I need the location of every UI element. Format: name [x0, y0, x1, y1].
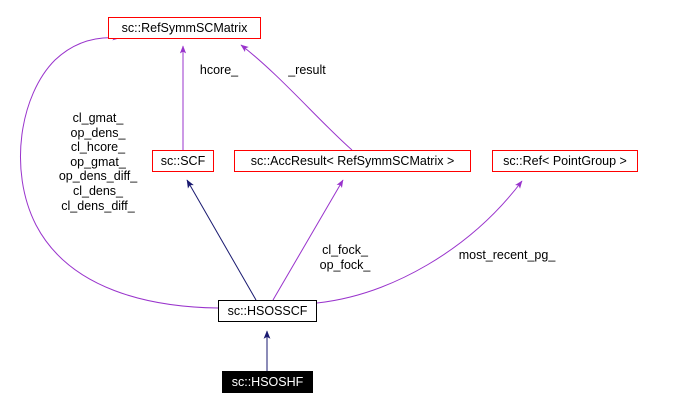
class-node-hsosscf[interactable]: sc::HSOSSCF	[218, 300, 317, 322]
class-node-label: sc::RefSymmSCMatrix	[121, 20, 248, 35]
edge-hsosscf-to-accresult	[272, 179, 344, 301]
edge-hsosscf-to-refsymmscmatrix	[20, 34, 219, 309]
class-node-label: sc::HSOSSCF	[227, 303, 308, 318]
edge-hsosscf-to-scf	[186, 179, 257, 301]
class-node-hsoshf[interactable]: sc::HSOSHF	[222, 371, 313, 393]
class-node-scf[interactable]: sc::SCF	[152, 150, 214, 172]
edge-label-most-recent-pg: most_recent_pg_	[458, 248, 556, 262]
edge-label-fock: cl_fock_ op_fock_	[319, 243, 371, 272]
class-node-refpointgroup[interactable]: sc::Ref< PointGroup >	[492, 150, 638, 172]
class-node-label: sc::HSOSHF	[231, 374, 304, 389]
edge-label-hcore: hcore_	[199, 63, 239, 77]
class-node-label: sc::Ref< PointGroup >	[503, 153, 627, 168]
edge-accresult-to-refsymmscmatrix	[240, 44, 353, 151]
edge-label-result: _result	[288, 63, 326, 77]
class-node-label: sc::SCF	[160, 153, 206, 168]
edge-hsosscf-to-refpointgroup	[316, 180, 523, 304]
class-node-accresult[interactable]: sc::AccResult< RefSymmSCMatrix >	[234, 150, 471, 172]
class-node-refsymmscmatrix[interactable]: sc::RefSymmSCMatrix	[108, 17, 261, 39]
edge-label-hsosscf-refsymmscmatrix: cl_gmat_ op_dens_ cl_hcore_ op_gmat_ op_…	[58, 111, 138, 213]
class-node-label: sc::AccResult< RefSymmSCMatrix >	[250, 153, 455, 168]
